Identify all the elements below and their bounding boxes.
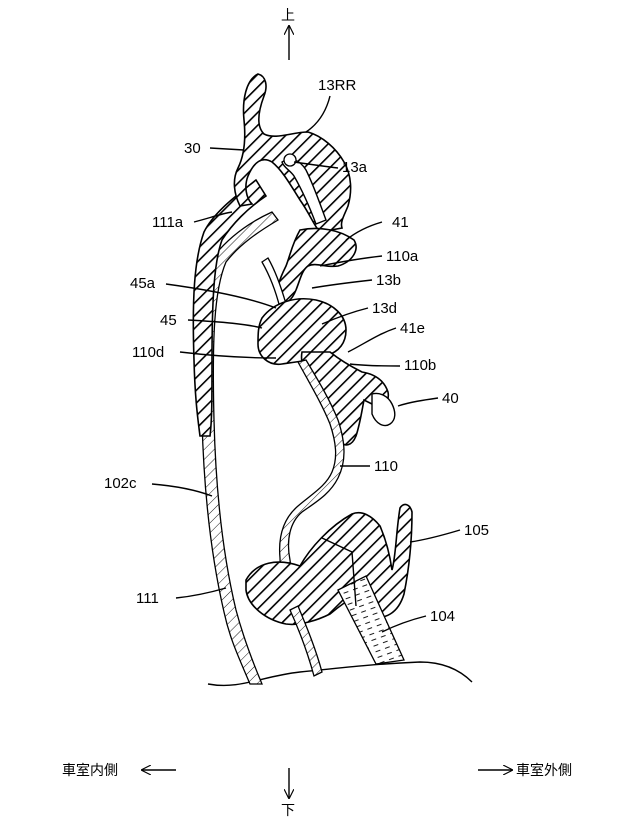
leader-13d: [321, 307, 369, 325]
leader-45a: [165, 283, 277, 309]
leader-111: [175, 587, 227, 599]
label-110d: 110d: [132, 344, 164, 361]
label-110a: 110a: [386, 248, 419, 265]
label-110b: 110b: [404, 357, 436, 374]
label-13b: 13b: [376, 272, 401, 289]
leader-45: [187, 319, 263, 329]
channel-wall: [321, 537, 357, 607]
leader-40: [397, 397, 439, 407]
label-111a: 111a: [152, 214, 184, 231]
leader-41: [345, 221, 383, 241]
leader-111a: [193, 211, 233, 223]
leader-110b: [349, 363, 401, 367]
leader-110a: [319, 255, 383, 267]
label-45a: 45a: [130, 275, 156, 292]
leader-105: [409, 529, 461, 543]
label-104: 104: [430, 608, 455, 625]
interior-label: 車室内側: [62, 762, 118, 779]
up-label: 上: [281, 8, 295, 24]
leader-41e: [347, 327, 397, 353]
label-45: 45: [160, 312, 177, 329]
seal-105: [245, 503, 413, 626]
clip-41: [276, 227, 357, 304]
label-13d: 13d: [372, 300, 397, 317]
leader-102c: [151, 483, 213, 497]
exterior-label: 車室外側: [516, 762, 572, 779]
clip-tab-40: [371, 392, 396, 427]
leader-13RR: [305, 95, 331, 133]
down-label: 下: [281, 803, 295, 819]
label-13a: 13a: [342, 159, 368, 176]
label-105: 105: [464, 522, 489, 539]
trim-111a: [192, 178, 268, 437]
label-110: 110: [374, 458, 398, 475]
filler-104: [337, 575, 405, 665]
leader-104: [381, 615, 427, 633]
seal-30: [233, 73, 352, 233]
label-13RR: 13RR: [318, 77, 357, 94]
label-41e: 41e: [400, 320, 425, 337]
label-102c: 102c: [104, 475, 137, 492]
label-111: 111: [136, 590, 159, 607]
leader-13b: [311, 279, 373, 289]
label-41: 41: [392, 214, 409, 231]
label-40: 40: [442, 390, 459, 407]
hole-13a: [283, 153, 297, 167]
leader-110d: [179, 351, 277, 359]
label-30: 30: [184, 140, 201, 157]
leader-13a: [293, 161, 339, 169]
leader-30: [209, 147, 245, 151]
channel-inner: [289, 605, 323, 677]
